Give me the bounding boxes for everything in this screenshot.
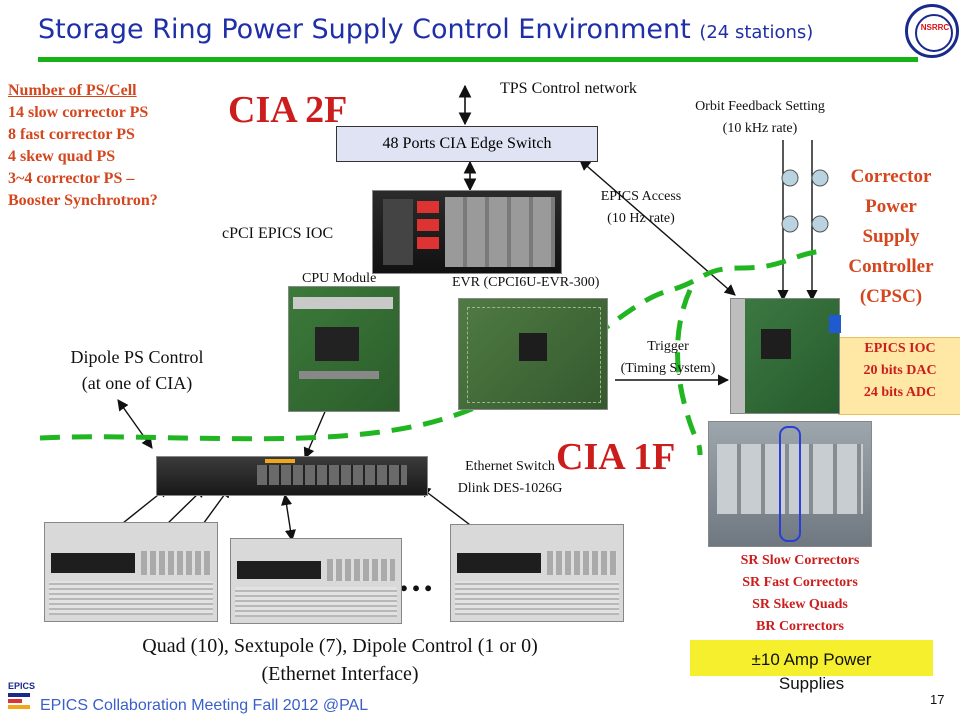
ellipsis: … (398, 559, 436, 599)
feedback-node (781, 215, 799, 233)
dipole-arrow (117, 399, 153, 449)
edge-switch-box: 48 Ports CIA Edge Switch (336, 126, 598, 162)
cpu-module-label: CPU Module (302, 271, 377, 286)
title-sub: (24 stations) (699, 22, 814, 43)
cpsc-board-image (730, 298, 841, 414)
page-title: Storage Ring Power Supply Control Enviro… (38, 14, 813, 45)
ps-list-item: 14 slow corrector PS (8, 104, 149, 121)
amp-supplies-box (690, 640, 933, 676)
feedback-node (781, 169, 799, 187)
page-number: 17 (930, 692, 945, 707)
dipole-ps-label: Dipole PS Control(at one of CIA) (70, 347, 204, 393)
ps-list-item: Booster Synchrotron? (8, 192, 158, 209)
cpci-chassis-image (372, 190, 562, 274)
ps-unit-image (230, 538, 402, 624)
footer-text: EPICS Collaboration Meeting Fall 2012 @P… (40, 697, 369, 714)
feedback-node (811, 215, 829, 233)
bottom-caption: Quad (10), Sextupole (7), Dipole Control… (142, 635, 538, 685)
cia-2f-label: CIA 2F (228, 89, 348, 131)
ps-list-item: 8 fast corrector PS (8, 126, 135, 143)
nsrrc-logo: NSRRC (905, 4, 959, 58)
eth-ps-arrow (281, 493, 296, 542)
ps-chassis-image (708, 421, 872, 547)
floor-boundary (39, 248, 824, 442)
cpci-ioc-label: cPCI EPICS IOC (222, 225, 334, 242)
ps-list-header: Number of PS/Cell (8, 82, 137, 99)
trigger-label: Trigger(Timing System) (620, 339, 716, 376)
evr-label: EVR (CPCI6U-EVR-300) (452, 275, 600, 290)
tps-network-label: TPS Control network (500, 80, 637, 97)
epics-logo: EPICS (8, 681, 38, 715)
ps-per-cell-list: Number of PS/Cell 14 slow corrector PS 8… (8, 80, 158, 212)
floor-boundary (675, 288, 703, 456)
cpu-module-image (288, 286, 400, 412)
ethernet-switch-image (156, 456, 428, 496)
epics-logo-text: EPICS (8, 681, 36, 691)
title-underline (38, 57, 918, 62)
ps-unit-image (44, 522, 218, 622)
ps-list-item: 3~4 corrector PS – (8, 170, 135, 187)
epics-access-label: EPICS Access(10 Hz rate) (600, 189, 682, 226)
ps-list-item: 4 skew quad PS (8, 148, 116, 165)
orbit-feedback-label: Orbit Feedback Setting(10 kHz rate) (695, 99, 825, 136)
ps-unit-image (450, 524, 624, 622)
title-main: Storage Ring Power Supply Control Enviro… (38, 14, 691, 45)
feedback-node (811, 169, 829, 187)
cia-1f-label: CIA 1F (556, 436, 676, 478)
evr-card-image (458, 298, 608, 410)
logo-text: NSRRC (920, 23, 950, 32)
